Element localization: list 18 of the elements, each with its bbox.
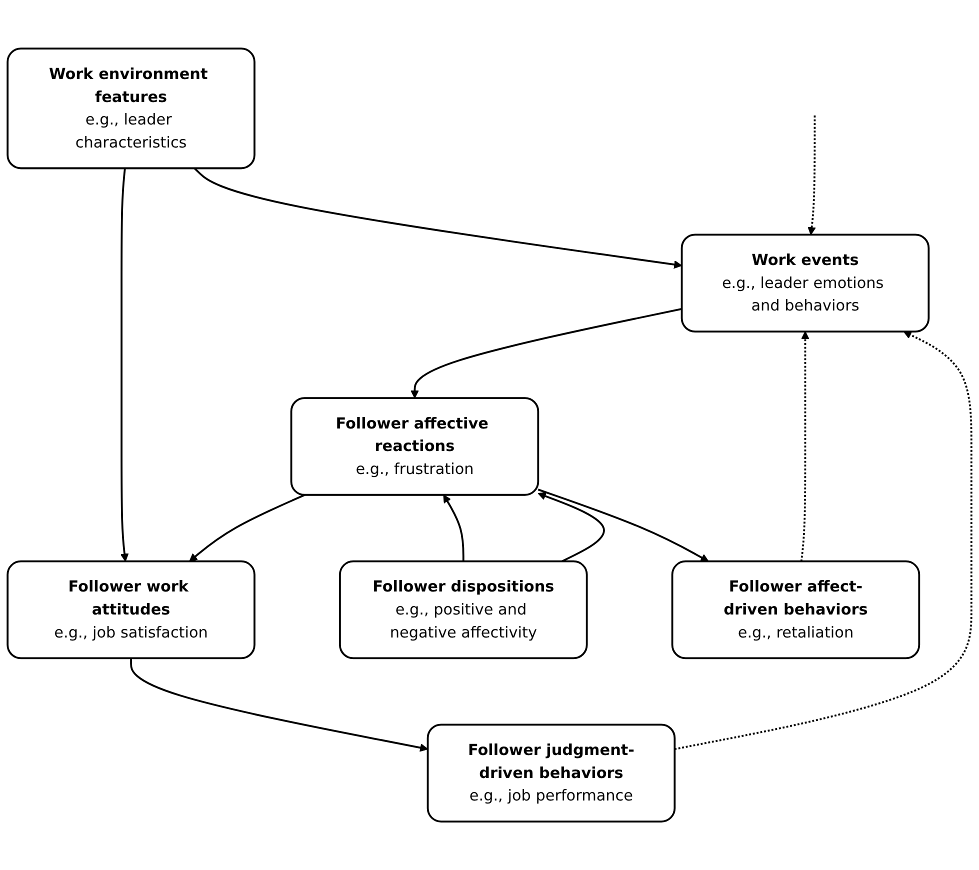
node-box: Follower affective reactions e.g., frustration [290, 397, 540, 496]
arrow [130, 658, 428, 752]
arrow [538, 488, 709, 562]
arrow [189, 494, 306, 562]
arrow [808, 115, 816, 236]
node-box: Follower judgment-driven behaviors e.g., job performance [426, 724, 676, 822]
arrow [410, 308, 682, 398]
arrow [443, 494, 464, 562]
node-box: Follower affect-driven behaviors e.g., retaliation [671, 560, 920, 660]
arrow [674, 331, 972, 750]
node-box: Follower work attitudes e.g., job satisfaction [6, 560, 256, 660]
arrow [800, 331, 810, 562]
arrow [120, 168, 129, 562]
node-box: Follower dispositions e.g., positive and negative affectivity [339, 560, 588, 660]
node-box: Work events e.g., leader emotions and behaviors [680, 234, 930, 332]
node-box: Work environment features e.g., leader characteristics [6, 48, 256, 170]
arrow [194, 167, 682, 269]
arrow [538, 492, 605, 562]
